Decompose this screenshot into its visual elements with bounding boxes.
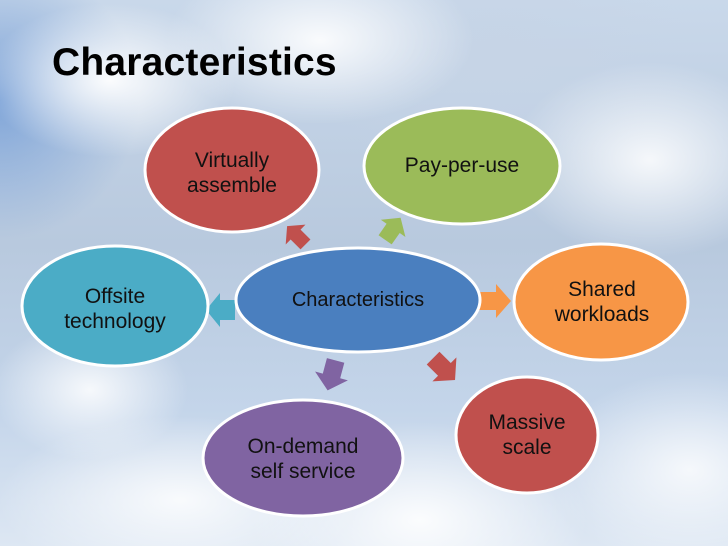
slide-title: Characteristics [52,41,337,84]
node-pay-per-use[interactable] [362,106,562,226]
node-massive-scale[interactable] [454,375,600,495]
arrow-to-massive-scale [426,351,457,382]
arrow-to-pay-per-use [378,217,406,245]
arrow-to-on-demand-self-service [315,358,348,391]
node-virtually-assemble[interactable] [143,106,321,234]
arrow-to-shared-workloads [479,284,511,318]
node-center-characteristics[interactable] [234,246,482,354]
node-shared-workloads[interactable] [512,242,690,362]
node-offsite-technology[interactable] [20,244,210,368]
node-on-demand-self-service[interactable] [201,398,405,518]
arrow-to-virtually-assemble [285,224,311,250]
arrow-to-offsite-technology [206,293,235,327]
